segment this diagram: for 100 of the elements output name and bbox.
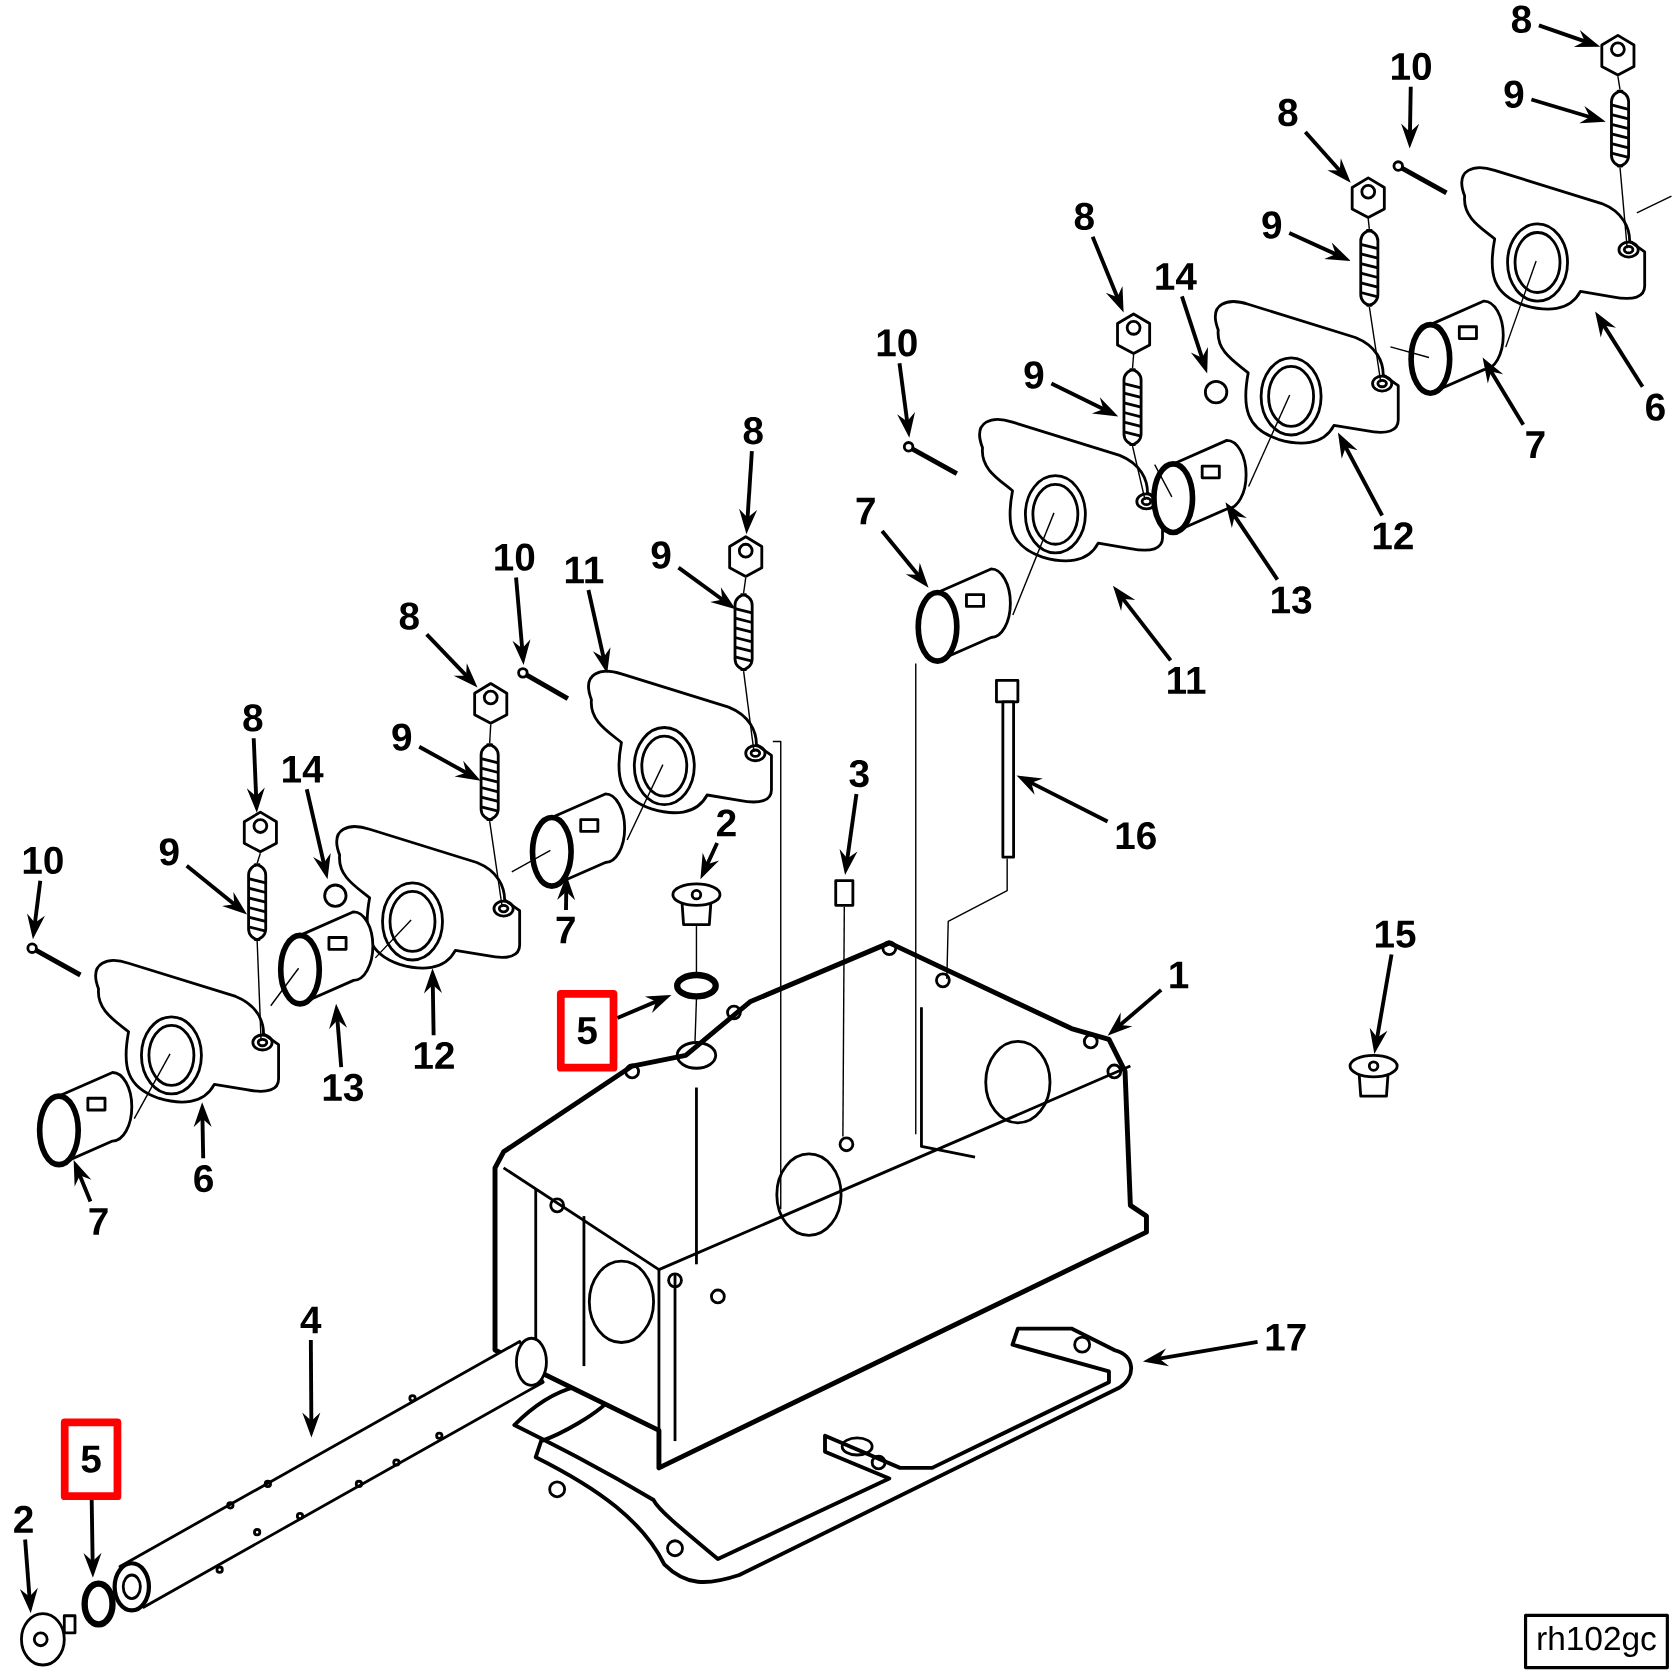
callout-number: 12 <box>414 1041 454 1069</box>
plug <box>1348 1053 1399 1098</box>
callout-number: 13 <box>1272 586 1312 614</box>
callout-number: 10 <box>1392 52 1431 81</box>
callout-number: 10 <box>23 846 63 875</box>
callout-number: 9 <box>1262 211 1282 239</box>
alignment-line <box>256 940 262 1042</box>
alignment-line <box>946 857 1008 980</box>
highlighted-callout: 5 <box>60 1418 122 1501</box>
o-ring <box>81 1580 116 1628</box>
adjusting-screw <box>479 743 500 822</box>
adjusting-screw <box>733 593 754 672</box>
lock-nut <box>1600 33 1636 77</box>
alignment-line <box>488 820 503 908</box>
alignment-line <box>1154 463 1173 498</box>
shaft <box>112 1336 548 1613</box>
ball <box>1203 380 1229 405</box>
callout-number: 9 <box>159 838 179 866</box>
alignment-line <box>270 967 300 1007</box>
alignment-line <box>1389 346 1430 359</box>
callout-number: 7 <box>1526 431 1545 458</box>
alignment-line <box>133 1053 171 1120</box>
plug <box>671 882 722 927</box>
callout-number: 8 <box>743 417 763 445</box>
callout-number: 8 <box>1278 98 1298 127</box>
lock-nut <box>1350 176 1386 219</box>
callout-number: 4 <box>300 1306 322 1334</box>
callout-number: 9 <box>392 723 412 751</box>
adjusting-screw <box>1359 228 1380 307</box>
adjusting-screw <box>1610 89 1630 168</box>
alignment-line <box>626 763 664 841</box>
callout-number: 10 <box>495 543 535 571</box>
alignment-line <box>695 925 698 974</box>
set-screw <box>834 879 855 907</box>
bushing <box>36 1071 134 1168</box>
callout-number: 14 <box>1156 263 1197 290</box>
o-ring <box>674 971 719 1000</box>
callout-number: 7 <box>556 916 575 944</box>
alignment-line <box>1367 218 1371 230</box>
alignment-line <box>915 662 917 1136</box>
alignment-line <box>1619 166 1628 249</box>
callout-number: 7 <box>856 497 875 525</box>
alignment-line <box>1131 445 1146 501</box>
rocker-arm <box>1460 166 1647 311</box>
alignment-line <box>256 852 262 864</box>
alignment-line <box>1617 75 1621 91</box>
callout-number: 16 <box>1116 822 1156 850</box>
rocker-arm <box>1214 300 1400 445</box>
callout-number: 3 <box>849 759 869 788</box>
lock-nut <box>728 535 764 578</box>
lock-nut <box>242 810 278 854</box>
alignment-line <box>694 998 698 1042</box>
roll-pin <box>517 667 570 701</box>
bushing <box>1151 438 1248 536</box>
gasket <box>512 1326 1133 1584</box>
roll-pin <box>902 441 958 476</box>
bushing <box>1408 299 1505 397</box>
alignment-line <box>1012 512 1055 616</box>
highlighted-callout: 5 <box>556 989 618 1072</box>
callout-number: 9 <box>651 541 671 569</box>
adjusting-screw <box>247 863 268 942</box>
alignment-line <box>488 723 492 744</box>
lock-nut <box>1116 312 1152 355</box>
callout-number: 9 <box>1504 80 1524 108</box>
alignment-line <box>742 670 755 753</box>
alignment-line <box>1368 306 1382 383</box>
callout-number: 9 <box>1024 361 1044 389</box>
callout-number: 15 <box>1375 920 1416 948</box>
alignment-line <box>742 577 747 594</box>
callout-number: 8 <box>1074 202 1094 231</box>
callout-number: 8 <box>399 602 419 630</box>
bushing <box>277 910 375 1007</box>
callout-number: 7 <box>89 1208 108 1235</box>
callout-number: 13 <box>323 1073 363 1102</box>
figure-id-box: rh102gc <box>1524 1613 1669 1670</box>
alignment-line <box>1247 394 1291 488</box>
alignment-line <box>842 906 845 1138</box>
alignment-line <box>772 740 782 1211</box>
callout-number: 1 <box>1170 961 1189 989</box>
roll-pin <box>1392 160 1448 195</box>
callout-number: 6 <box>194 1164 213 1193</box>
callout-number: 17 <box>1266 1323 1306 1351</box>
callout-number: 2 <box>717 809 736 837</box>
alignment-line <box>1131 354 1135 369</box>
callout-number: 14 <box>283 756 324 783</box>
lock-nut <box>473 682 509 725</box>
bushing <box>915 567 1012 664</box>
alignment-line <box>1505 260 1537 348</box>
adjusting-screw <box>1122 368 1143 447</box>
roll-pin <box>26 942 82 978</box>
callout-number: 10 <box>877 329 917 357</box>
callout-number: 11 <box>565 556 604 584</box>
callout-number: 2 <box>14 1505 33 1533</box>
alignment-line <box>1636 195 1673 214</box>
bolt <box>995 678 1020 859</box>
callout-number: 11 <box>1168 667 1206 694</box>
callout-number: 8 <box>1511 5 1531 33</box>
callout-number: 12 <box>1373 522 1413 550</box>
plug <box>20 1612 77 1667</box>
callout-number: 6 <box>1646 393 1665 421</box>
